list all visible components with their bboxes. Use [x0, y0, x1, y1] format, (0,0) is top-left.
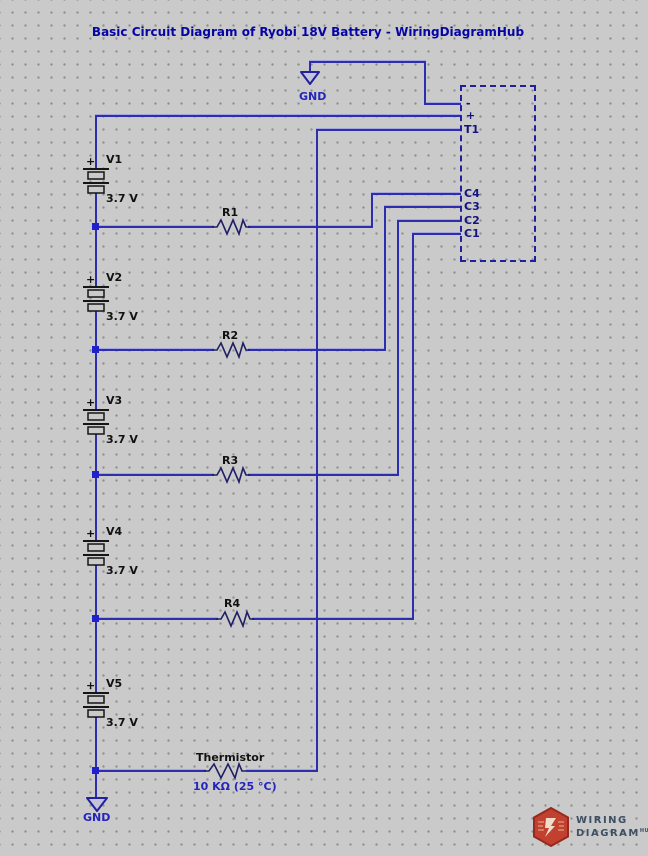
- wire: [412, 233, 461, 235]
- wire: [371, 193, 461, 195]
- battery-connector-outline: [460, 85, 536, 262]
- wire: [95, 226, 214, 228]
- wire: [95, 115, 97, 169]
- wire: [95, 115, 461, 117]
- wire: [424, 103, 461, 105]
- junction-node: [92, 346, 99, 353]
- wire: [412, 233, 414, 620]
- wire: [397, 220, 399, 476]
- battery-v4-name: V4: [106, 525, 123, 538]
- battery-v4-polarity: +: [86, 527, 96, 540]
- wire: [95, 770, 206, 772]
- battery-v1-polarity: +: [86, 155, 96, 168]
- wire: [95, 770, 97, 798]
- battery-v1-name: V1: [106, 153, 123, 166]
- battery-v4-symbol: [83, 540, 109, 566]
- battery-v5-symbol: [83, 692, 109, 718]
- thermistor-name: Thermistor: [196, 751, 265, 764]
- battery-v4-voltage: 3.7 V: [106, 564, 138, 577]
- wire: [248, 474, 399, 476]
- thermistor-symbol: [204, 762, 246, 780]
- battery-v3-symbol: [83, 409, 109, 435]
- wire: [252, 618, 414, 620]
- resistor-r4-symbol: [216, 610, 254, 628]
- wire: [397, 220, 461, 222]
- pin-label-c4: C4: [464, 187, 480, 200]
- wire: [95, 565, 97, 693]
- pin-label-c1: C1: [464, 227, 480, 240]
- watermark-line2: DIAGRAMHUB: [576, 826, 648, 839]
- battery-v5-voltage: 3.7 V: [106, 716, 138, 729]
- thermistor-value: 10 KΩ (25 °C): [193, 780, 277, 793]
- wire: [246, 770, 318, 772]
- wire: [248, 226, 373, 228]
- battery-v5-name: V5: [106, 677, 123, 690]
- wiringdiagramhub-logo-icon: [533, 807, 569, 847]
- pin-label-minus: -: [466, 97, 471, 110]
- wire: [371, 193, 373, 228]
- junction-node: [92, 471, 99, 478]
- resistor-r2-name: R2: [222, 329, 239, 342]
- wire: [95, 717, 97, 772]
- battery-v2-voltage: 3.7 V: [106, 310, 138, 323]
- pin-label-plus: +: [466, 109, 476, 122]
- wire: [316, 129, 461, 131]
- battery-v1-symbol: [83, 168, 109, 194]
- battery-v2-name: V2: [106, 271, 123, 284]
- wire: [95, 349, 214, 351]
- pin-label-t1: T1: [464, 123, 480, 136]
- watermark-line1: WIRING: [576, 815, 628, 826]
- ground-label-top: GND: [299, 90, 327, 103]
- wire: [95, 434, 97, 541]
- wire: [384, 206, 386, 351]
- ground-symbol-bottom-icon: [86, 797, 108, 812]
- resistor-r3-name: R3: [222, 454, 239, 467]
- battery-v3-name: V3: [106, 394, 123, 407]
- wire: [384, 206, 461, 208]
- pin-label-c3: C3: [464, 200, 480, 213]
- resistor-r4-name: R4: [224, 597, 241, 610]
- resistor-r2-symbol: [212, 341, 250, 359]
- diagram-title: Basic Circuit Diagram of Ryobi 18V Batte…: [91, 25, 525, 39]
- resistor-r1-name: R1: [222, 206, 239, 219]
- junction-node: [92, 767, 99, 774]
- resistor-r3-symbol: [212, 466, 250, 484]
- ground-label-bottom: GND: [83, 811, 111, 824]
- wire: [95, 311, 97, 410]
- junction-node: [92, 223, 99, 230]
- battery-v3-polarity: +: [86, 396, 96, 409]
- wire: [424, 61, 426, 105]
- resistor-r1-symbol: [212, 218, 250, 236]
- battery-v2-symbol: [83, 286, 109, 312]
- wire: [309, 61, 311, 73]
- battery-v3-voltage: 3.7 V: [106, 433, 138, 446]
- battery-v5-polarity: +: [86, 679, 96, 692]
- pin-label-c2: C2: [464, 214, 480, 227]
- watermark: WIRING DIAGRAMHUB: [532, 807, 648, 847]
- wire: [95, 193, 97, 287]
- wire: [309, 61, 426, 63]
- wire: [95, 474, 214, 476]
- battery-v2-polarity: +: [86, 273, 96, 286]
- battery-v1-voltage: 3.7 V: [106, 192, 138, 205]
- wire: [316, 129, 318, 772]
- wire: [95, 618, 218, 620]
- watermark-suffix: HUB: [639, 828, 648, 834]
- ground-symbol-top-icon: [300, 71, 320, 85]
- junction-node: [92, 615, 99, 622]
